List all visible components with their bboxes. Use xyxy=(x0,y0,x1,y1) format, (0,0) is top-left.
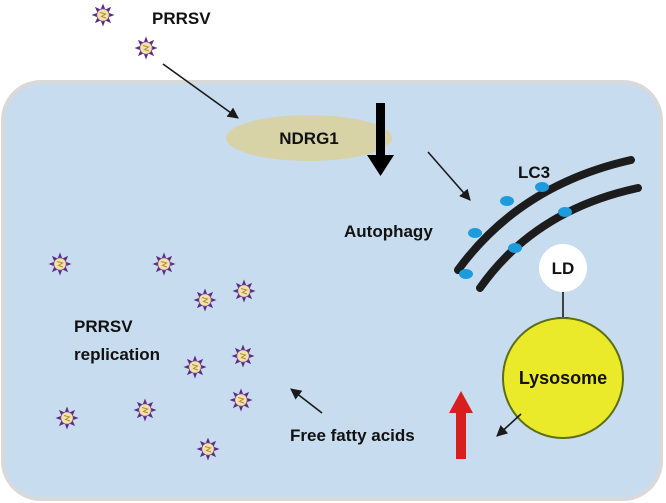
arrow-ndrg1-to-autophagy xyxy=(427,151,471,201)
virus-icon-replicating xyxy=(133,398,157,422)
prrsv-replication-label-line2: replication xyxy=(74,345,160,364)
virus-icon-replicating xyxy=(48,252,72,276)
virus-icon-replicating xyxy=(229,388,253,412)
ndrg1-node xyxy=(226,115,392,161)
prrsv-replication-label-line1: PRRSV xyxy=(74,317,133,336)
lysosome-label: Lysosome xyxy=(519,368,607,388)
ndrg1-label: NDRG1 xyxy=(279,129,339,148)
virus-icon-replicating xyxy=(55,406,79,430)
virus-icon-replicating xyxy=(232,279,256,303)
virus-icon-replicating xyxy=(193,288,217,312)
lysosome-node xyxy=(502,317,624,439)
virus-icon-incoming-1 xyxy=(91,3,115,27)
lipid-droplet-node xyxy=(539,244,587,292)
autophagy-label: Autophagy xyxy=(344,222,433,241)
virus-icon-replicating xyxy=(183,355,207,379)
arrow-ffa-to-replication xyxy=(290,388,323,414)
virus-icon-replicating xyxy=(231,344,255,368)
prrsv-label: PRRSV xyxy=(152,9,211,28)
arrow-prrsv-to-ndrg1 xyxy=(162,63,239,119)
lc3-label: LC3 xyxy=(518,163,550,182)
autophagosome-membrane xyxy=(454,156,642,292)
lc3-dots xyxy=(459,182,572,279)
virus-icon-replicating xyxy=(196,437,220,461)
down-regulation-arrow xyxy=(367,103,394,176)
ld-label: LD xyxy=(552,259,575,278)
arrow-lysosome-to-ffa xyxy=(496,413,522,437)
virus-icon-replicating xyxy=(152,252,176,276)
up-regulation-arrow xyxy=(449,391,473,459)
cell-membrane xyxy=(1,80,663,501)
free-fatty-acids-label: Free fatty acids xyxy=(290,426,415,445)
virus-icon-incoming-2 xyxy=(134,36,158,60)
